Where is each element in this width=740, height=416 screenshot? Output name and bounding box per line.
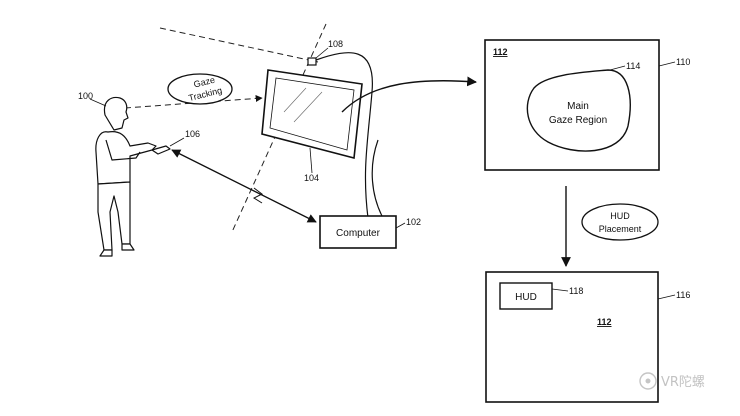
ref-100: 100: [78, 91, 93, 101]
ref-100-leader: [89, 98, 107, 107]
hud-placement-bubble: [581, 203, 659, 241]
ref-116: 116: [676, 290, 690, 300]
computer-box: [319, 215, 397, 249]
camera-icon: [307, 57, 317, 66]
ref-114-leader: [609, 65, 626, 71]
ref-102: 102: [406, 217, 421, 227]
ref-104: 104: [304, 173, 319, 183]
hud-label: HUD: [515, 292, 537, 303]
display-reflection-1: [283, 87, 307, 113]
screen-110-area-label: 112: [493, 47, 508, 57]
ref-102-leader: [395, 222, 406, 229]
controller-link-arrow: [171, 149, 317, 223]
display-reflection-2: [293, 91, 323, 123]
ref-108: 108: [328, 39, 343, 49]
watermark-text: VR陀螺: [661, 374, 705, 390]
main-gaze-text-1: Main: [567, 101, 589, 112]
screen-116-area-label: 112: [597, 317, 612, 327]
upper-dashed-line: [159, 27, 319, 63]
watermark-icon-dot: [645, 378, 651, 384]
ref-118-leader: [551, 288, 569, 292]
hud-placement-text-1: HUD: [610, 211, 630, 221]
main-gaze-region: [526, 69, 631, 152]
ref-108-leader: [315, 47, 329, 59]
ref-106: 106: [185, 129, 200, 139]
main-gaze-text-2: Gaze Region: [549, 115, 607, 126]
ref-106-leader: [169, 137, 185, 147]
ref-118: 118: [569, 286, 583, 296]
user-figure: [95, 96, 171, 257]
display-to-screen-arrow: [341, 76, 477, 113]
ref-116-leader: [657, 294, 676, 300]
ref-110-leader: [658, 61, 676, 67]
ref-110: 110: [676, 57, 690, 67]
watermark-icon: [639, 372, 657, 390]
display-inner: [269, 77, 355, 151]
controller-link-break: [252, 187, 263, 204]
display-cable-2: [371, 139, 383, 217]
hud-box: [499, 282, 553, 310]
ref-104-leader: [309, 147, 313, 174]
gaze-tracking-bubble: [167, 73, 233, 105]
display-screen: [261, 69, 363, 160]
ref-114: 114: [626, 61, 640, 71]
hud-placement-text-2: Placement: [599, 224, 642, 234]
gaze-dashed-line: [124, 94, 263, 109]
watermark: VR陀螺: [639, 372, 705, 390]
computer-label: Computer: [336, 228, 381, 239]
